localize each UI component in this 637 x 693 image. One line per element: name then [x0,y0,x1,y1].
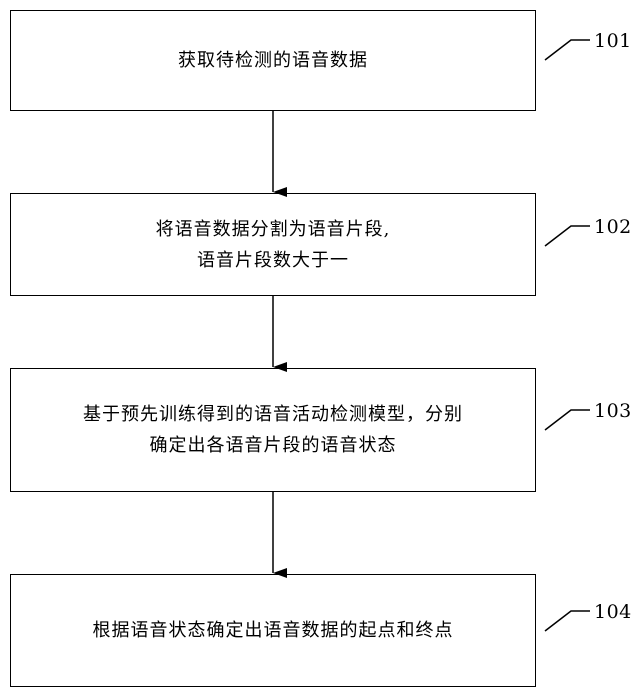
leader-line-102 [545,226,590,246]
leader-line-101 [545,40,590,60]
leader-line-103 [545,410,590,430]
leader-line-104 [545,611,590,631]
